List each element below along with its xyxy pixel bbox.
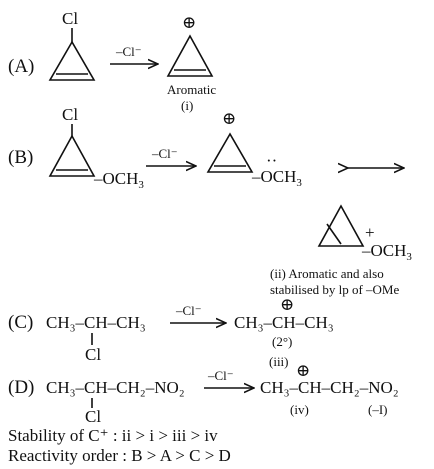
product-i-label: (i) <box>181 98 193 113</box>
cyclopropene-ring <box>48 134 96 177</box>
reaction-b: (B) Cl –OCH3 –Cl⁻ ⊕ ·· –OCH3 + –OCH3 (ii… <box>8 105 412 297</box>
product-iv-label: (iv) <box>290 402 309 417</box>
reaction-d-label: (D) <box>8 377 34 398</box>
reaction-a-leaving-group: –Cl⁻ <box>115 44 142 59</box>
positive-charge-icon: ⊕ <box>222 109 236 128</box>
reactant-2-chloropropane: CH₃–CH–CH₃ <box>46 313 146 332</box>
chlorine-substituent: Cl <box>85 345 101 364</box>
secondary-carbocation-note: (2°) <box>272 334 292 349</box>
reaction-c-leaving-group: –Cl⁻ <box>175 303 202 318</box>
reaction-a: (A) Cl –Cl⁻ ⊕ Aromatic (i) <box>8 9 216 113</box>
methoxy-group: –OCH3 <box>361 241 412 263</box>
reaction-c-label: (C) <box>8 312 33 333</box>
chlorine-substituent: Cl <box>62 105 78 124</box>
methoxy-group: –OCH3 <box>93 169 144 191</box>
positive-charge-icon: ⊕ <box>296 361 310 380</box>
cyclopropenyl-cation: ⊕ <box>166 13 214 77</box>
methoxy-cyclopropenyl-cation: ⊕ ·· –OCH3 <box>206 109 302 189</box>
reaction-a-label: (A) <box>8 56 34 77</box>
methoxy-group: –OCH3 <box>251 167 302 189</box>
positive-charge-icon: ⊕ <box>182 13 196 32</box>
product-isopropyl-cation: CH₃–CH–CH₃ <box>234 313 334 332</box>
reaction-d-leaving-group: –Cl⁻ <box>207 368 234 383</box>
inductive-effect-note: (–I) <box>368 402 388 417</box>
chlorine-substituent: Cl <box>62 9 78 28</box>
stability-order: Stability of C⁺ : ii > i > iii > iv <box>8 426 218 445</box>
reaction-d: (D) CH₃–CH–CH₂–NO₂ Cl –Cl⁻ ⊕ CH₃–CH–CH₂–… <box>8 361 399 426</box>
resonance-ring <box>317 204 365 247</box>
reaction-b-leaving-group: –Cl⁻ <box>151 146 178 161</box>
cation-ring <box>166 34 214 77</box>
reaction-b-label: (B) <box>8 147 33 168</box>
product-nitro-carbocation: CH₃–CH–CH₂–NO₂ <box>260 378 399 397</box>
chloro-methoxy-cyclopropene-molecule: Cl –OCH3 <box>48 105 144 191</box>
cyclopropene-ring <box>48 40 96 81</box>
chlorocyclopropene-molecule: Cl <box>48 9 96 81</box>
positive-charge-icon: ⊕ <box>280 295 294 314</box>
oxocarbenium-resonance-structure: + –OCH3 <box>317 204 412 263</box>
chlorine-substituent: Cl <box>85 407 101 426</box>
product-ii-note-line-1: (ii) Aromatic and also <box>270 266 384 281</box>
reaction-c: (C) CH₃–CH–CH₃ Cl –Cl⁻ ⊕ CH₃–CH–CH₃ (2°)… <box>8 295 334 369</box>
aromatic-note: Aromatic <box>167 82 216 97</box>
reactant-chloro-nitropropane: CH₃–CH–CH₂–NO₂ <box>46 378 185 397</box>
reactivity-order: Reactivity order : B > A > C > D <box>8 446 231 465</box>
resonance-double-bond <box>326 223 342 245</box>
positive-charge-icon: + <box>365 223 375 242</box>
cation-ring <box>206 132 254 173</box>
product-ii-note-line-2: stabilised by lp of –OMe <box>270 282 399 297</box>
lone-pair-icon: ·· <box>266 151 277 170</box>
product-iii-label: (iii) <box>269 354 289 369</box>
